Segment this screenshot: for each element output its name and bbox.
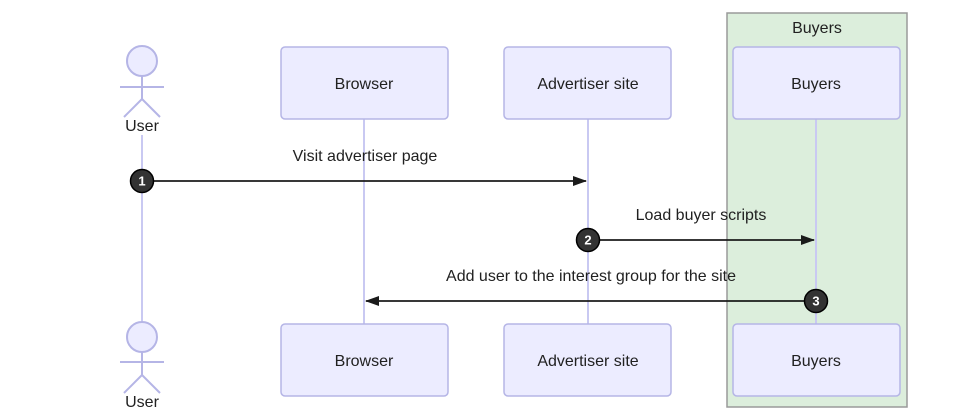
participant-advertiser-top: Advertiser site [503,46,672,120]
message-3-seq: 3 [812,294,819,309]
message-3-label: Add user to the interest group for the s… [446,268,736,285]
actor-figure-user-bottom: User [120,321,164,411]
participant-box [732,46,901,120]
actor-leg-left [123,98,143,118]
participant-box [503,323,672,397]
participant-box [280,323,449,397]
message-1: Visit advertiser page 1 [129,148,587,194]
actor-head-icon [126,321,158,353]
message-2: Load buyer scripts 2 [575,207,815,253]
participant-buyers-bottom: Buyers [732,323,901,397]
participant-label: Browser [335,353,394,370]
participant-label: Buyers [791,353,841,370]
message-2-label: Load buyer scripts [636,207,767,224]
message-1-seq: 1 [138,174,145,189]
participant-label: Advertiser site [537,353,638,370]
participant-browser-bottom: Browser [280,323,449,397]
participant-box [280,46,449,120]
participant-label: Advertiser site [537,76,638,93]
message-2-seq-badge [575,227,601,253]
actor-leg-right [141,374,161,394]
message-3: Add user to the interest group for the s… [365,268,829,314]
actor-head-icon [126,45,158,77]
participant-browser-top: Browser [280,46,449,120]
actor-leg-right [141,98,161,118]
actor-figure-user-top: User [120,45,164,135]
participant-box [503,46,672,120]
actor-label-user-top: User [125,118,159,135]
actor-leg-left [123,374,143,394]
message-1-seq-badge [129,168,155,194]
participant-advertiser-bottom: Advertiser site [503,323,672,397]
message-1-label: Visit advertiser page [293,148,438,165]
participant-buyers-top: Buyers [732,46,901,120]
participant-box [732,323,901,397]
participant-label: Browser [335,76,394,93]
participant-label: Buyers [791,76,841,93]
message-3-seq-badge [803,288,829,314]
message-2-seq: 2 [584,233,591,248]
actor-label-user-bottom: User [125,394,159,411]
group-label: Buyers [792,20,842,37]
